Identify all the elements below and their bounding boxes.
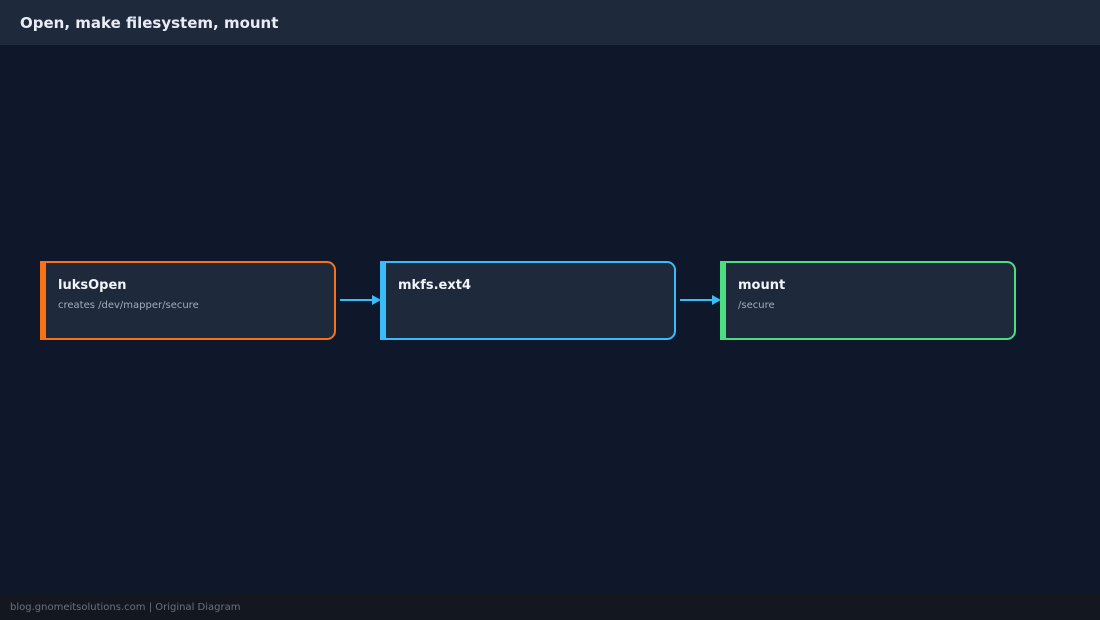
header-bar: Open, make filesystem, mount [0, 0, 1100, 45]
node-mkfs: mkfs.ext4 [380, 261, 676, 340]
footer-text: blog.gnomeitsolutions.com | Original Dia… [10, 601, 241, 613]
node-title: mkfs.ext4 [398, 278, 471, 293]
node-subtitle: creates /dev/mapper/secure [58, 300, 199, 311]
footer-bar: blog.gnomeitsolutions.com | Original Dia… [0, 594, 1100, 620]
arrowhead-1 [372, 295, 381, 305]
page-title: Open, make filesystem, mount [20, 13, 279, 32]
node-title: mount [738, 278, 786, 293]
node-title: luksOpen [58, 278, 127, 293]
node-luksopen: luksOpen creates /dev/mapper/secure [40, 261, 336, 340]
node-subtitle: /secure [738, 300, 775, 311]
node-mount: mount /secure [720, 261, 1016, 340]
arrowhead-2 [712, 295, 721, 305]
